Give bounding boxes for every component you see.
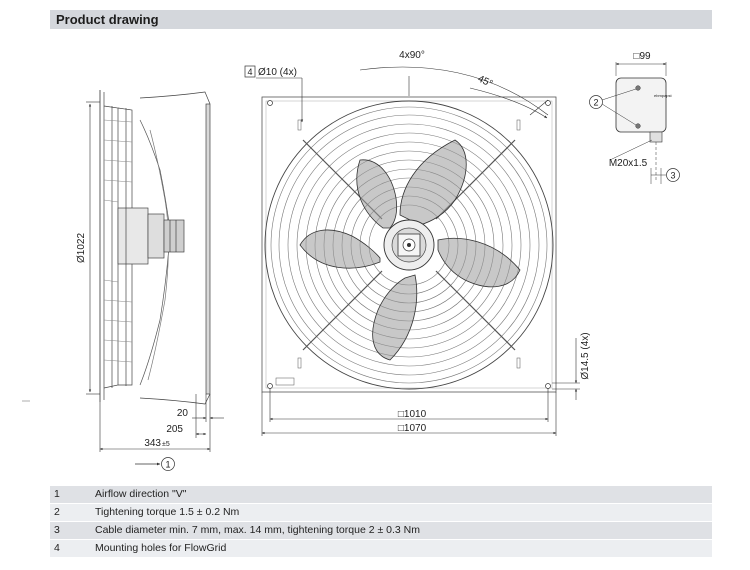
terminal-box-brand: ebmpapst (654, 93, 672, 98)
callout-1 (135, 457, 175, 471)
dim-20-label: 20 (177, 408, 189, 419)
callout-1-label: 1 (165, 460, 170, 470)
legend-row: 4 Mounting holes for FlowGrid (50, 539, 712, 557)
legend-text: Airflow direction "V" (95, 488, 187, 500)
dim-hole145 (552, 338, 580, 400)
dim-side-bottom (99, 394, 224, 452)
dim-1010-label: □1010 (398, 409, 427, 420)
legend-number: 1 (54, 488, 60, 500)
legend-row: 3 Cable diameter min. 7 mm, max. 14 mm, … (50, 521, 712, 539)
callout-4-label: 4 (247, 67, 252, 77)
angle-4x90-label: 4x90° (399, 50, 425, 61)
dim-holes-label: Ø10 (4x) (258, 67, 297, 78)
angle-arcs (359, 66, 549, 119)
dim-diameter (86, 101, 100, 395)
legend-number: 4 (54, 542, 60, 554)
terminal-box (589, 62, 680, 184)
dim-1070-label: □1070 (398, 423, 427, 434)
front-view (261, 96, 557, 393)
dim-343-label: 343 (144, 438, 161, 449)
legend-number: 3 (54, 524, 60, 536)
legend-text: Mounting holes for FlowGrid (95, 542, 227, 554)
legend-text: Tightening torque 1.5 ± 0.2 Nm (95, 506, 240, 518)
callout-4 (244, 65, 304, 123)
side-grille-hatch (103, 119, 133, 363)
side-view (99, 90, 211, 405)
dim-front-bottom (261, 388, 557, 436)
angle-45-label: 45° (476, 74, 494, 90)
legend-row: 1 Airflow direction "V" (50, 485, 712, 503)
product-drawing: Ø1022 20 205 343 ±5 1 (22, 50, 680, 471)
legend-number: 2 (54, 506, 60, 518)
dim-343-tolerance: ±5 (162, 441, 170, 448)
dim-205-label: 205 (166, 424, 183, 435)
dim-box99-label: □99 (633, 51, 651, 62)
dim-diameter-label: Ø1022 (76, 233, 87, 263)
section-header: Product drawing (50, 10, 712, 29)
fan-blades (299, 139, 521, 361)
section-title: Product drawing (56, 12, 159, 27)
callout-3-label: 3 (670, 171, 675, 181)
legend-table: 1 Airflow direction "V" 2 Tightening tor… (50, 485, 712, 557)
callout-2-label: 2 (593, 98, 598, 108)
dim-hole145-label: Ø14.5 (4x) (580, 332, 591, 379)
dim-gland-label: M20x1.5 (609, 158, 648, 169)
legend-text: Cable diameter min. 7 mm, max. 14 mm, ti… (95, 524, 420, 536)
legend-row: 2 Tightening torque 1.5 ± 0.2 Nm (50, 503, 712, 521)
